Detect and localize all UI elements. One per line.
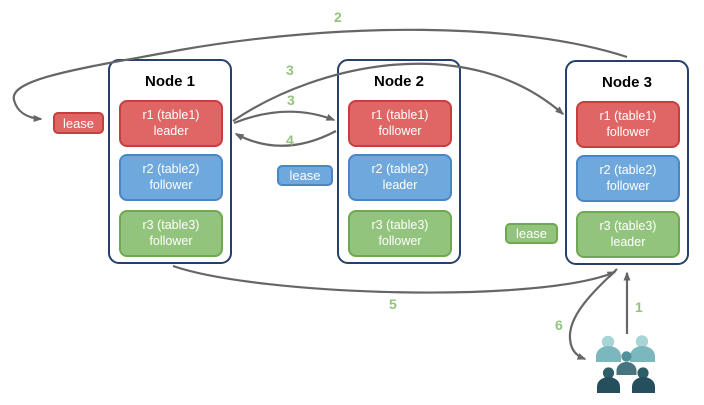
replica-range: r1 (table1) [142, 108, 200, 123]
replica-range: r3 (table3) [142, 218, 200, 233]
replica-role: follower [606, 178, 650, 193]
lease-badge-r2: lease [277, 165, 333, 186]
arrow-step-3-node1-to-node2 [233, 110, 336, 125]
users-icon [596, 335, 655, 393]
step-label-2: 2 [334, 9, 342, 25]
step-label-4: 4 [286, 132, 294, 148]
replica-role: leader [153, 123, 189, 138]
node1-replica-r3: r3 (table3) follower [119, 210, 223, 257]
replica-range: r2 (table2) [142, 162, 200, 177]
step-label-3a: 3 [286, 62, 294, 78]
node2-replica-r2: r2 (table2) leader [348, 154, 452, 201]
replica-role: follower [378, 123, 422, 138]
node1-replica-r1: r1 (table1) leader [119, 100, 223, 147]
node-2-title: Node 2 [373, 73, 424, 90]
replica-role: follower [606, 124, 650, 139]
replica-role: follower [378, 233, 422, 248]
replica-role: follower [149, 177, 193, 192]
person-front-left [597, 367, 620, 393]
replica-range: r2 (table2) [599, 163, 657, 178]
step-label-3b: 3 [287, 92, 295, 108]
step-label-1: 1 [635, 299, 643, 315]
node1-replica-r2: r2 (table2) follower [119, 154, 223, 201]
replica-range: r2 (table2) [371, 162, 429, 177]
arrow-step-5-node1-to-node3 [172, 264, 617, 294]
node-3-box: Node 3 r1 (table1) follower r2 (table2) … [565, 60, 689, 265]
node-2-box: Node 2 r1 (table1) follower r2 (table2) … [337, 59, 461, 264]
node-3-title: Node 3 [601, 74, 652, 91]
person-front-right [632, 367, 655, 393]
arrow-step-2-node3-to-lease [12, 28, 628, 122]
replica-role: follower [149, 233, 193, 248]
replica-range: r1 (table1) [371, 108, 429, 123]
replica-role: leader [610, 234, 646, 249]
replica-range: r3 (table3) [599, 219, 657, 234]
person-middle [616, 351, 637, 375]
lease-badge-r3: lease [505, 223, 558, 244]
node3-replica-r1: r1 (table1) follower [576, 101, 680, 148]
node3-replica-r3: r3 (table3) leader [576, 211, 680, 258]
replica-role: leader [382, 177, 418, 192]
lease-badge-r1: lease [53, 112, 104, 134]
step-label-5: 5 [389, 296, 397, 312]
replica-range: r3 (table3) [371, 218, 429, 233]
node2-replica-r3: r3 (table3) follower [348, 210, 452, 257]
step-label-6: 6 [555, 317, 563, 333]
node-1-title: Node 1 [144, 73, 195, 90]
replica-range: r1 (table1) [599, 109, 657, 124]
node2-replica-r1: r1 (table1) follower [348, 100, 452, 147]
person-back-right [630, 335, 655, 362]
node3-replica-r2: r2 (table2) follower [576, 155, 680, 202]
person-back-left [596, 335, 621, 362]
node-1-box: Node 1 r1 (table1) leader r2 (table2) fo… [108, 59, 232, 264]
